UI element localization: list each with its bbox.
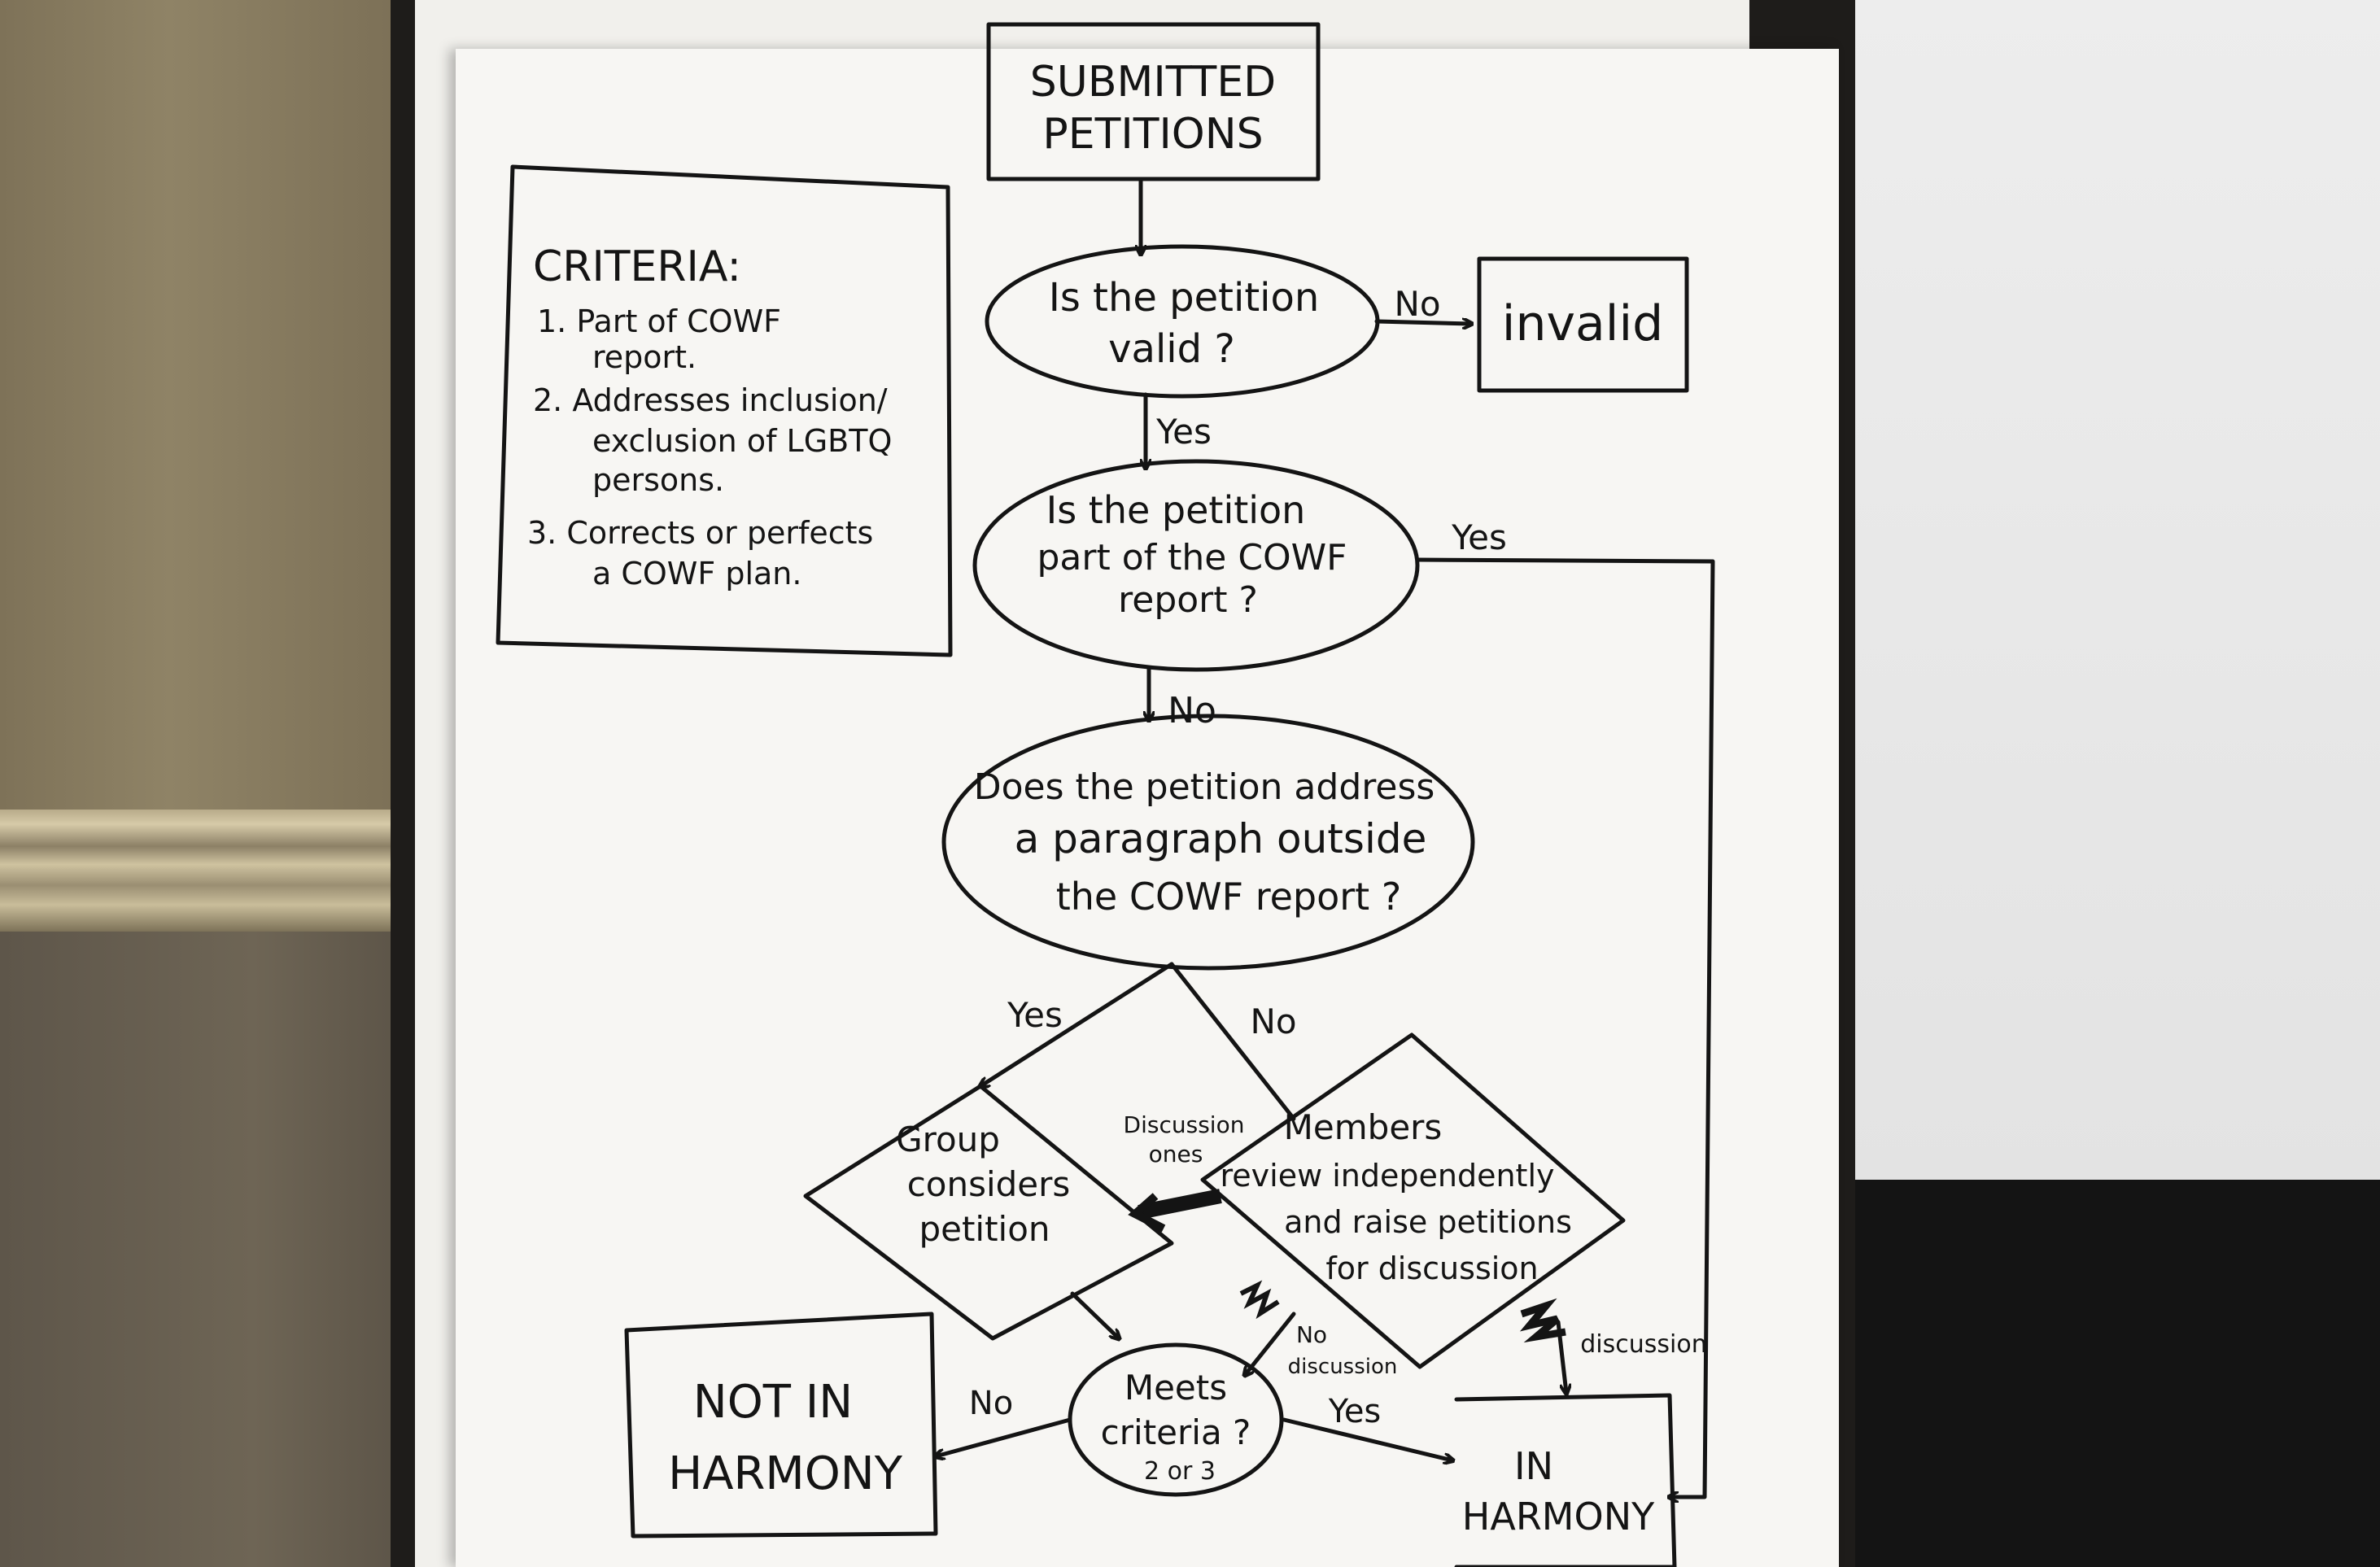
in-harmony-box	[1454, 1393, 1677, 1567]
valid-q-line1: Is the petition	[1049, 275, 1320, 321]
criteria-item1-line1: 1. Part of COWF	[537, 303, 781, 339]
edge-meets-notharmony	[936, 1417, 1072, 1456]
criteria-item2-line2: exclusion of LGBTQ	[592, 423, 892, 459]
criteria-heading: CRITERIA:	[533, 242, 741, 291]
group-considers-diamond	[803, 1084, 1174, 1341]
criteria-box	[496, 164, 953, 657]
members-review-diamond	[1200, 1032, 1626, 1369]
meets-line1: Meets	[1124, 1368, 1227, 1408]
edge-label-outside-yes: Yes	[1007, 995, 1063, 1035]
edge-members-meets	[1245, 1312, 1296, 1375]
outside-q-line3: the COWF report ?	[1056, 875, 1402, 919]
projection-screen	[1855, 0, 2380, 1180]
outside-q-line2: a paragraph outside	[1015, 815, 1427, 862]
members-line4: for discussion	[1325, 1251, 1538, 1286]
edge-label-meets-no: No	[969, 1385, 1013, 1422]
meets-line2: criteria ?	[1101, 1412, 1251, 1452]
criteria-item3-line1: 3. Corrects or perfects	[527, 515, 873, 551]
yes-branch-line	[980, 962, 1174, 1086]
edge-cowf-inharmony	[1415, 557, 1715, 1497]
group-line3: petition	[919, 1209, 1050, 1249]
cowf-q-line1: Is the petition	[1046, 488, 1306, 532]
edge-label-outside-no: No	[1250, 1002, 1296, 1041]
cowf-q-line3: report ?	[1118, 579, 1258, 621]
edge-valid-invalid	[1374, 321, 1471, 324]
scribble-mark	[1519, 1298, 1566, 1343]
group-line2: considers	[907, 1164, 1071, 1204]
invalid-label: invalid	[1502, 295, 1663, 352]
not-harmony-line2: HARMONY	[668, 1447, 903, 1500]
edge-group-meets	[1070, 1291, 1119, 1338]
edge-label-cowf-yes: Yes	[1451, 517, 1507, 557]
submitted-petitions-box	[986, 22, 1321, 181]
not-in-harmony-box	[624, 1312, 938, 1539]
criteria-item3-line2: a COWF plan.	[592, 556, 801, 591]
edge-label-discussion-2: ones	[1149, 1141, 1203, 1168]
scribble-mark	[1239, 1280, 1280, 1320]
outside-paragraph-ellipse	[941, 714, 1475, 971]
in-harmony-line1: IN	[1514, 1444, 1553, 1488]
cowf-question-ellipse	[972, 459, 1420, 672]
edge-label-nodisc-1: No	[1296, 1321, 1327, 1348]
group-line1: Group	[896, 1120, 1000, 1159]
no-branch-line	[1169, 962, 1296, 1121]
edge-label-nodisc-2: discussion	[1288, 1355, 1398, 1379]
edge-label-cowf-no: No	[1168, 690, 1216, 731]
chair-rail-molding	[0, 810, 423, 932]
members-line2: review independently	[1220, 1158, 1554, 1194]
invalid-box	[1477, 256, 1689, 393]
dark-background	[1855, 1180, 2380, 1567]
valid-question-ellipse	[985, 244, 1380, 399]
edge-label-valid-no: No	[1394, 284, 1440, 324]
criteria-item2-line3: persons.	[592, 462, 724, 498]
edge-label-meets-yes: Yes	[1328, 1393, 1382, 1430]
outside-q-line1: Does the petition address	[974, 766, 1435, 808]
submitted-line1: SUBMITTED	[1030, 58, 1276, 107]
discussion-arrow-head	[1128, 1193, 1166, 1233]
flipchart-sheet	[456, 49, 1839, 1567]
members-line1: Members	[1284, 1107, 1443, 1147]
cowf-q-line2: part of the COWF	[1037, 537, 1347, 578]
edge-label-discussion-1: Discussion	[1124, 1111, 1245, 1138]
edge-meets-inharmony	[1282, 1417, 1452, 1460]
edge-label-nodisc-right: discussion	[1580, 1330, 1706, 1359]
not-harmony-line1: NOT IN	[693, 1376, 853, 1429]
criteria-item2-line1: 2. Addresses inclusion/	[533, 382, 888, 418]
members-line3: and raise petitions	[1284, 1204, 1572, 1240]
submitted-line2: PETITIONS	[1042, 110, 1263, 159]
meets-line3: 2 or 3	[1144, 1457, 1216, 1486]
edge-label-valid-yes: Yes	[1155, 412, 1212, 452]
in-harmony-line2: HARMONY	[1462, 1495, 1655, 1539]
valid-q-line2: valid ?	[1108, 326, 1235, 372]
criteria-item1-line2: report.	[592, 339, 697, 375]
discussion-arrow	[1138, 1189, 1222, 1220]
wall-lower-panel	[0, 911, 423, 1567]
